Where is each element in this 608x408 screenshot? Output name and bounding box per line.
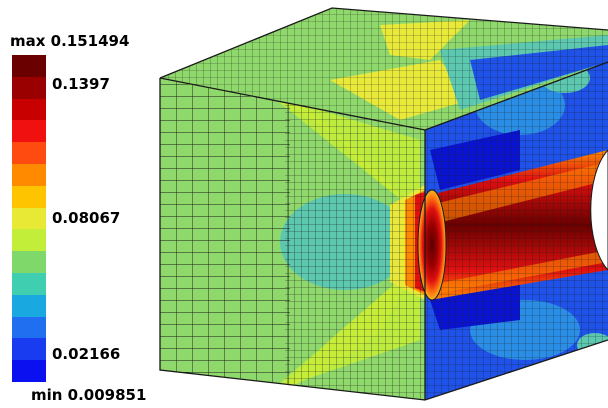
legend-tick-label: 0.1397 xyxy=(52,75,110,93)
colorbar-band xyxy=(12,229,46,252)
colorbar-band xyxy=(12,163,46,186)
colorbar-band xyxy=(12,55,46,77)
colorbar-band xyxy=(12,185,46,208)
legend-tick-label: 0.08067 xyxy=(52,209,121,227)
legend-tick-label: 0.02166 xyxy=(52,345,121,363)
colorbar-band xyxy=(12,360,46,382)
cube-edges xyxy=(159,7,608,401)
colorbar-band xyxy=(12,272,46,295)
colorbar-band xyxy=(12,120,46,143)
hole-opening xyxy=(417,189,447,301)
color-legend-bar xyxy=(12,55,46,382)
colorbar-band xyxy=(12,316,46,339)
front-face xyxy=(160,78,425,400)
colorbar-band xyxy=(12,207,46,230)
colorbar-band xyxy=(12,76,46,99)
colorbar-band xyxy=(12,294,46,317)
legend-max-label: max 0.151494 xyxy=(10,32,130,50)
colorbar-band xyxy=(12,338,46,361)
legend-min-label: min 0.009851 xyxy=(31,386,147,404)
colorbar-band xyxy=(12,98,46,121)
colorbar-band xyxy=(12,251,46,273)
colorbar-band xyxy=(12,142,46,164)
tube-end xyxy=(590,149,608,271)
side-face xyxy=(425,62,608,400)
